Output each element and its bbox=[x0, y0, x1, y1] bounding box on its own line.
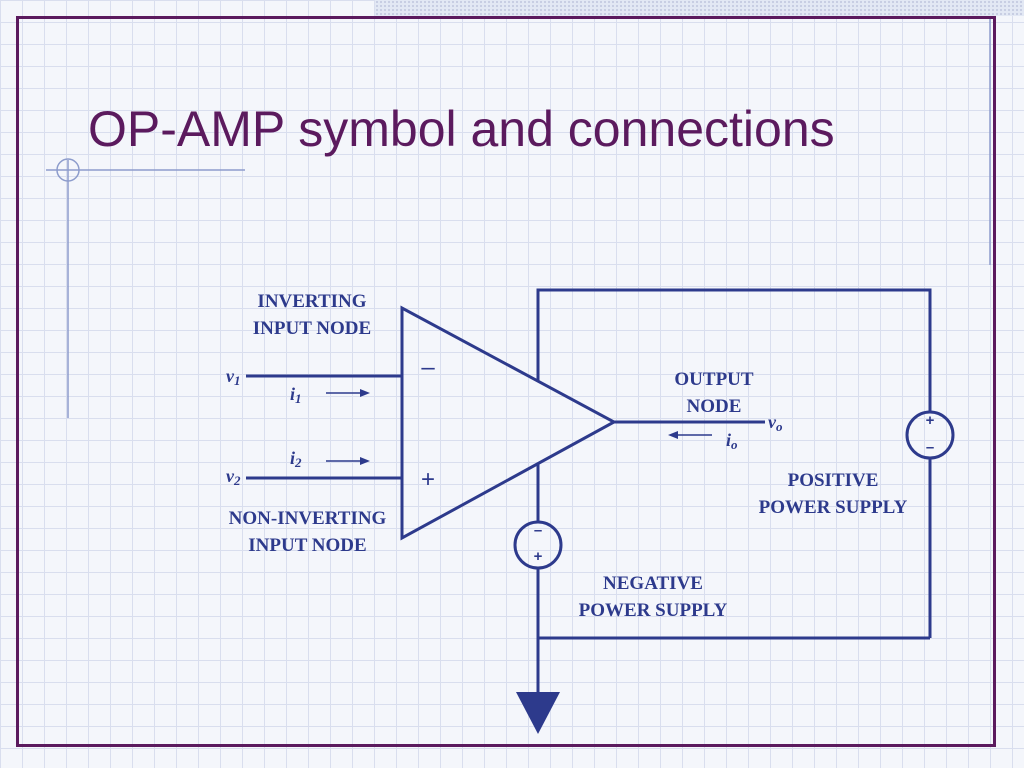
i2-arrow-head bbox=[360, 457, 370, 465]
negative-supply-source bbox=[513, 520, 563, 570]
top-decorative-band bbox=[375, 0, 1024, 16]
positive-source-plus: + bbox=[925, 412, 935, 429]
output-node-label: OUTPUT NODE bbox=[674, 369, 754, 417]
noninverting-sign: + bbox=[420, 466, 435, 493]
positive-supply-label: POSITIVE POWER SUPPLY bbox=[758, 470, 908, 518]
negative-supply-label: NEGATIVE POWER SUPPLY bbox=[578, 573, 728, 621]
vo-label: vo bbox=[768, 412, 783, 434]
slide-title: OP-AMP symbol and connections bbox=[88, 101, 835, 157]
slide-frame bbox=[16, 16, 996, 747]
inverting-input-label: INVERTING INPUT NODE bbox=[252, 291, 372, 339]
negative-source-minus: – bbox=[533, 522, 543, 539]
positive-supply-wire bbox=[536, 288, 932, 412]
noninverting-input-label: NON-INVERTING INPUT NODE bbox=[228, 508, 387, 556]
ground-symbol bbox=[516, 692, 560, 734]
positive-supply-source bbox=[905, 410, 955, 460]
v2-label: v2 bbox=[226, 466, 241, 488]
opamp-triangle bbox=[400, 305, 618, 541]
i2-label: i2 bbox=[290, 448, 302, 470]
deco-circle bbox=[56, 158, 80, 182]
inverting-sign: – bbox=[421, 354, 435, 381]
v1-label: v1 bbox=[226, 366, 241, 388]
i1-arrow-head bbox=[360, 389, 370, 397]
i1-label: i1 bbox=[290, 384, 302, 406]
io-arrow-head bbox=[668, 431, 678, 439]
negative-source-plus: + bbox=[533, 548, 543, 565]
positive-source-minus: – bbox=[925, 439, 935, 456]
io-label: io bbox=[726, 430, 738, 452]
